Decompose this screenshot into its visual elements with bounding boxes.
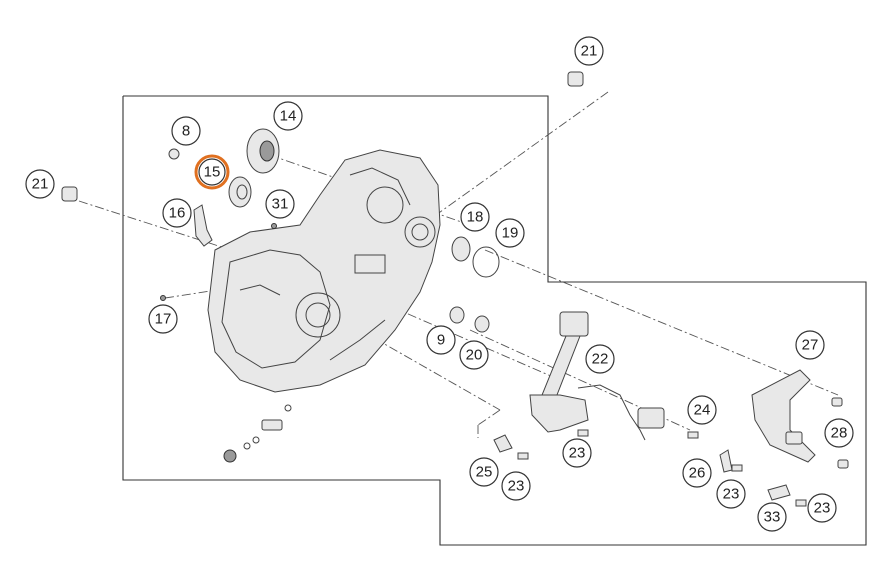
callout-9: 9 xyxy=(426,325,456,355)
callout-18: 18 xyxy=(460,202,490,232)
callout-20: 20 xyxy=(459,340,489,370)
callout-23-far-right: 23 xyxy=(807,493,837,523)
circlip-19 xyxy=(472,246,500,278)
pin-17 xyxy=(160,295,166,301)
bolt-23-d xyxy=(795,499,807,507)
bolt-21-left xyxy=(61,186,78,202)
pin-31 xyxy=(271,223,277,229)
callout-19: 19 xyxy=(495,218,525,248)
callout-31: 31 xyxy=(265,189,295,219)
leader-lines xyxy=(78,91,839,438)
svg-text:21: 21 xyxy=(32,176,49,193)
seal-20 xyxy=(474,315,490,333)
svg-text:22: 22 xyxy=(592,351,609,368)
callout-22: 22 xyxy=(585,344,615,374)
callout-26: 26 xyxy=(682,458,712,488)
bearing-14 xyxy=(246,128,280,174)
drain-plug-assembly xyxy=(223,404,292,463)
part-16 xyxy=(193,204,213,247)
crankcase xyxy=(207,149,441,393)
svg-text:8: 8 xyxy=(182,123,190,140)
bolt-23-a xyxy=(577,429,589,437)
bolt-21-right xyxy=(567,71,584,87)
svg-text:19: 19 xyxy=(502,225,519,242)
callout-15-highlighted[interactable]: 15 xyxy=(194,154,230,190)
svg-text:23: 23 xyxy=(723,486,740,503)
callout-21-top-right: 21 xyxy=(574,36,604,66)
svg-text:28: 28 xyxy=(831,425,848,442)
callout-14: 14 xyxy=(273,101,303,131)
callout-23-center: 23 xyxy=(562,438,592,468)
callout-8: 8 xyxy=(171,116,201,146)
svg-text:26: 26 xyxy=(689,465,706,482)
svg-text:17: 17 xyxy=(155,311,172,328)
callout-33: 33 xyxy=(757,502,787,532)
seal-18 xyxy=(451,236,471,262)
svg-text:24: 24 xyxy=(694,402,711,419)
callout-16: 16 xyxy=(162,198,192,228)
callout-25: 25 xyxy=(469,457,499,487)
callout-23-bottom-left: 23 xyxy=(501,471,531,501)
cover-27 xyxy=(751,369,816,463)
bolt-23-c xyxy=(731,464,743,472)
svg-text:25: 25 xyxy=(476,464,493,481)
callout-27: 27 xyxy=(795,330,825,360)
bolt-24 xyxy=(687,431,699,439)
callout-28: 28 xyxy=(824,418,854,448)
part-9 xyxy=(449,306,465,324)
part-8 xyxy=(168,148,180,160)
seal-15 xyxy=(228,176,252,208)
bolt-27 xyxy=(831,397,843,407)
svg-text:16: 16 xyxy=(169,205,186,222)
svg-text:31: 31 xyxy=(272,196,289,213)
callout-24: 24 xyxy=(687,395,717,425)
bolt-23-b xyxy=(517,452,529,460)
svg-text:20: 20 xyxy=(466,347,483,364)
svg-text:21: 21 xyxy=(581,43,598,60)
bracket-33 xyxy=(767,484,791,501)
stud-26 xyxy=(719,449,733,473)
callout-21-left: 21 xyxy=(25,169,55,199)
svg-text:23: 23 xyxy=(569,445,586,462)
clip-25 xyxy=(493,434,513,453)
callout-17: 17 xyxy=(148,304,178,334)
svg-text:9: 9 xyxy=(437,332,445,349)
svg-text:18: 18 xyxy=(467,209,484,226)
svg-text:23: 23 xyxy=(508,478,525,495)
svg-text:15: 15 xyxy=(204,164,221,181)
frame-outline xyxy=(122,95,867,546)
bolt-28 xyxy=(837,459,849,469)
svg-text:27: 27 xyxy=(802,337,819,354)
svg-text:33: 33 xyxy=(764,509,781,526)
sensor-22 xyxy=(529,311,665,441)
svg-text:23: 23 xyxy=(814,500,831,517)
callouts: 21 21 8 14 15 16 31 18 xyxy=(25,36,854,532)
svg-text:14: 14 xyxy=(280,108,297,125)
callout-23-right: 23 xyxy=(716,479,746,509)
